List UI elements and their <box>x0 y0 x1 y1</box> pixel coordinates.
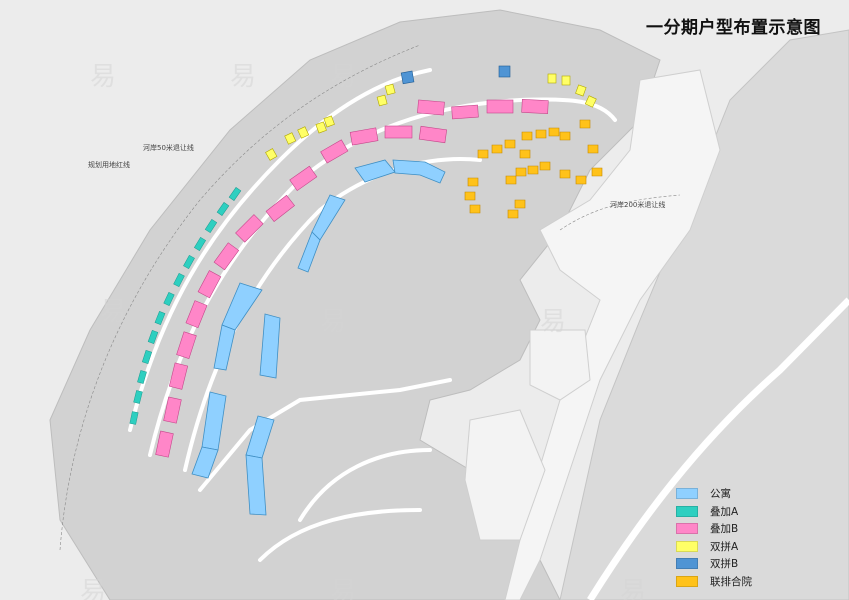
legend-label: 叠加B <box>710 523 739 536</box>
legend-item-stacked-a: 叠加A <box>676 503 776 521</box>
lake <box>464 409 546 541</box>
svg-text:易: 易 <box>320 307 346 337</box>
planning-red-line-label: 规划用地红线 <box>88 160 130 169</box>
river-50m-label: 河岸50米退让线 <box>143 143 194 152</box>
units-semidetached-b <box>400 65 511 85</box>
svg-text:易: 易 <box>540 307 566 337</box>
pond <box>529 329 591 401</box>
legend-swatch <box>676 488 698 500</box>
units-apartments <box>191 159 446 516</box>
river-50m-setback-line <box>59 44 421 551</box>
legend-label: 双拼B <box>710 558 739 571</box>
legend-label: 联排合院 <box>710 575 752 588</box>
map-title: 一分期户型布置示意图 <box>646 18 821 38</box>
legend-swatch <box>676 540 698 552</box>
svg-text:易: 易 <box>90 62 116 92</box>
units-stacked-a <box>129 187 242 425</box>
watermarks: 易 易 易 易 易 易 易 易 易 <box>80 62 646 600</box>
legend-swatch <box>676 505 698 517</box>
legend-label: 双拼A <box>710 540 739 553</box>
svg-text:易: 易 <box>620 577 646 600</box>
river-200m-setback-line <box>559 194 681 231</box>
svg-text:易: 易 <box>330 62 356 92</box>
coastal-road <box>587 297 849 600</box>
svg-text:易: 易 <box>80 577 106 600</box>
svg-text:易: 易 <box>100 297 126 327</box>
legend-item-townhouse: 联排合院 <box>676 573 776 591</box>
legend-label: 公寓 <box>710 488 731 501</box>
legend-item-stacked-b: 叠加B <box>676 520 776 538</box>
units-townhouse-courtyard <box>464 119 603 219</box>
legend-label: 叠加A <box>710 505 739 518</box>
legend: 公寓 叠加A 叠加B 双拼A 双拼B 联排合院 <box>676 485 776 590</box>
svg-text:易: 易 <box>330 577 356 600</box>
legend-item-apartment: 公寓 <box>676 485 776 503</box>
svg-text:易: 易 <box>230 62 256 92</box>
units-stacked-b <box>155 99 549 458</box>
legend-item-semidetached-b: 双拼B <box>676 555 776 573</box>
legend-item-semidetached-a: 双拼A <box>676 538 776 556</box>
river <box>504 69 721 600</box>
legend-swatch <box>676 575 698 587</box>
east-urban-area <box>559 29 849 600</box>
units-semidetached-a <box>265 73 597 161</box>
river-200m-label: 河岸200米退让线 <box>610 200 665 209</box>
legend-swatch <box>676 523 698 535</box>
legend-swatch <box>676 558 698 570</box>
